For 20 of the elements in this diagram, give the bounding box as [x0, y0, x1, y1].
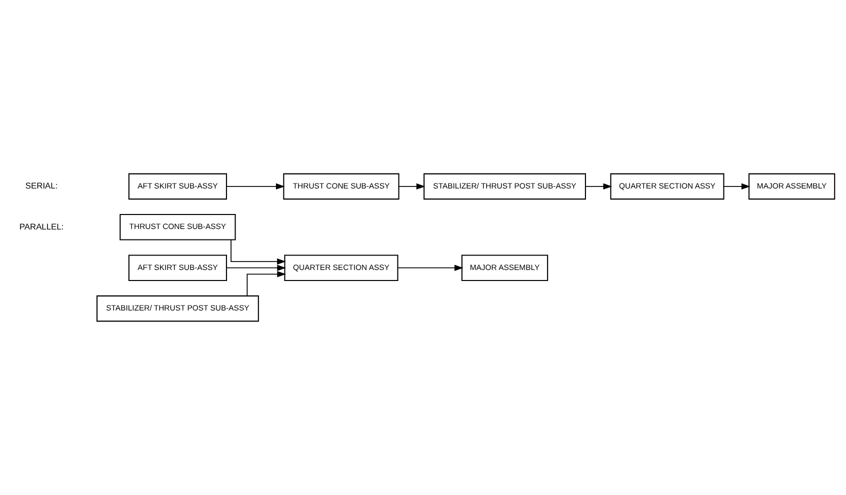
node-box: MAJOR ASSEMBLY	[461, 254, 548, 282]
arrow	[230, 240, 286, 265]
arrow	[397, 264, 464, 271]
arrow	[723, 183, 750, 190]
node-box: AFT SKIRT SUB-ASSY	[128, 173, 228, 200]
label: SERIAL:	[25, 180, 58, 191]
node-box: QUARTER SECTION ASSY	[284, 254, 398, 282]
arrow	[398, 183, 426, 190]
node-box: AFT SKIRT SUB-ASSY	[128, 254, 228, 282]
arrow	[226, 264, 286, 271]
node-box: STABILIZER/ THRUST POST SUB-ASSY	[96, 295, 259, 322]
arrow	[585, 183, 612, 190]
node-box: THRUST CONE SUB-ASSY	[283, 173, 400, 200]
node-box: THRUST CONE SUB-ASSY	[120, 214, 236, 240]
arrow	[226, 183, 285, 190]
label: PARALLEL:	[19, 221, 64, 232]
node-box: QUARTER SECTION ASSY	[610, 173, 724, 200]
node-box: MAJOR ASSEMBLY	[748, 173, 836, 200]
node-box: STABILIZER/ THRUST POST SUB-ASSY	[424, 173, 586, 200]
arrow	[246, 271, 286, 296]
